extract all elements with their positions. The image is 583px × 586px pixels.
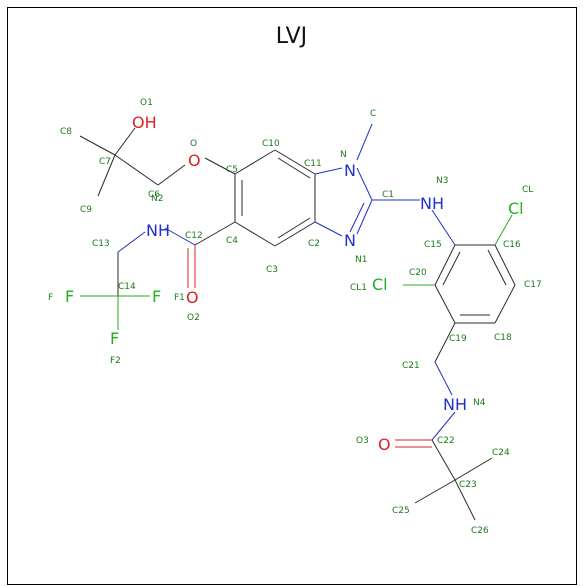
bond-c6-o xyxy=(157,164,186,186)
atom-symbols: OH O NH O N N NH Cl Cl NH O F F F xyxy=(65,113,524,454)
bond-c23-c24 xyxy=(454,457,493,481)
atom-nh-n3: NH xyxy=(420,194,444,213)
label-c7: C7 xyxy=(99,157,111,167)
atom-o-amide: O xyxy=(186,288,199,307)
atom-oh: OH xyxy=(132,113,157,132)
label-c25: C25 xyxy=(392,506,410,516)
atom-n1: N xyxy=(344,231,356,250)
bond-c20-c15-inner xyxy=(442,251,461,286)
label-c8: C8 xyxy=(60,127,72,137)
label-c22: C22 xyxy=(437,436,455,446)
bond-c11-n xyxy=(314,167,343,175)
bond-c10-c11 xyxy=(274,149,316,175)
atom-nh-n4: NH xyxy=(443,395,467,414)
label-c26: C26 xyxy=(471,526,489,536)
bond-c23-c26 xyxy=(454,479,476,521)
bond-c16-c17-inner xyxy=(487,249,507,286)
atom-o-ether: O xyxy=(188,151,201,170)
label-f1: F1 xyxy=(174,293,185,303)
label-o1: O1 xyxy=(140,98,153,108)
bond-n4-c22 xyxy=(431,411,456,441)
bond-n-c1 xyxy=(356,167,373,201)
bond-c5-c10 xyxy=(234,149,276,175)
bond-c4-c12 xyxy=(194,221,236,246)
bond-c1-n1 xyxy=(356,199,373,235)
bond-c19-c20 xyxy=(434,284,456,324)
label-c6: C6 xyxy=(148,190,160,200)
label-c17: C17 xyxy=(524,280,542,290)
bond-c2-c3-inner xyxy=(277,217,311,239)
bond-c10-c11-inner xyxy=(277,157,311,179)
bond-c7-o1 xyxy=(114,127,136,156)
label-c15: C15 xyxy=(424,240,442,250)
label-n3: N3 xyxy=(436,176,448,186)
bond-c22-c23 xyxy=(431,439,456,481)
label-n: N xyxy=(340,150,347,160)
bond-c16-c17 xyxy=(494,244,516,286)
label-c: C xyxy=(370,109,376,119)
atom-cl-top: Cl xyxy=(508,199,524,218)
label-c1: C1 xyxy=(382,190,394,200)
label-c18: C18 xyxy=(494,333,512,343)
label-f: F xyxy=(48,293,53,303)
atom-labels: O1 C8 C7 C9 O C6 N2 C10 C5 C11 N C C1 N3… xyxy=(48,98,542,536)
bond-c16-cl xyxy=(494,214,513,246)
label-c16: C16 xyxy=(503,240,521,250)
label-c21: C21 xyxy=(402,361,420,371)
bond-c1-n1-inner xyxy=(349,202,365,233)
label-c19: C19 xyxy=(449,334,467,344)
bond-c12-n2 xyxy=(164,227,196,246)
atom-f: F xyxy=(65,287,74,306)
label-c4: C4 xyxy=(226,236,238,246)
bond-c7-c6 xyxy=(114,154,159,186)
label-o3: O3 xyxy=(356,436,369,446)
label-c14: C14 xyxy=(118,282,136,292)
atom-n-methyl: N xyxy=(344,161,356,180)
label-n1: N1 xyxy=(355,255,367,265)
label-c12: C12 xyxy=(185,231,203,241)
label-c23: C23 xyxy=(459,480,477,490)
bond-c23-c25 xyxy=(414,479,456,504)
label-c3: C3 xyxy=(266,265,278,275)
bond-o-c5 xyxy=(204,157,236,175)
label-c11: C11 xyxy=(304,159,322,169)
atom-f1: F xyxy=(152,287,161,306)
label-c5: C5 xyxy=(226,165,238,175)
bond-c8-c7 xyxy=(79,135,116,156)
label-n4: N4 xyxy=(473,398,486,408)
bond-c20-c15 xyxy=(434,244,456,286)
bond-c21-n4 xyxy=(434,361,453,396)
atom-o-tbu: O xyxy=(378,435,391,454)
bonds xyxy=(79,123,516,521)
bond-n1-c2 xyxy=(314,221,343,237)
label-o: O xyxy=(190,139,197,149)
label-o2: O2 xyxy=(187,313,200,323)
bond-c19-c21 xyxy=(434,322,456,363)
atom-f2: F xyxy=(110,329,119,348)
bond-c3-c4 xyxy=(234,221,276,247)
molecule-title: LVJ xyxy=(275,24,308,49)
label-c24: C24 xyxy=(492,448,510,458)
atom-cl-left: Cl xyxy=(372,275,388,294)
label-c13: C13 xyxy=(92,239,110,249)
label-f2: F2 xyxy=(110,356,121,366)
label-c2: C2 xyxy=(308,239,320,249)
label-c20: C20 xyxy=(409,268,427,278)
label-c10: C10 xyxy=(262,139,280,149)
label-n2: N2 xyxy=(151,194,163,204)
bond-n-methyl xyxy=(356,123,373,161)
bond-c2-c3 xyxy=(274,221,316,247)
bond-n2-c13 xyxy=(117,231,146,253)
atom-nh-amide: NH xyxy=(146,221,170,240)
label-cl: CL xyxy=(522,185,533,195)
label-cl1: CL1 xyxy=(350,283,367,293)
bond-c7-c9 xyxy=(97,154,116,197)
bond-n3-c15 xyxy=(431,209,456,246)
label-c9: C9 xyxy=(80,205,92,215)
bond-c17-c18 xyxy=(494,284,516,324)
